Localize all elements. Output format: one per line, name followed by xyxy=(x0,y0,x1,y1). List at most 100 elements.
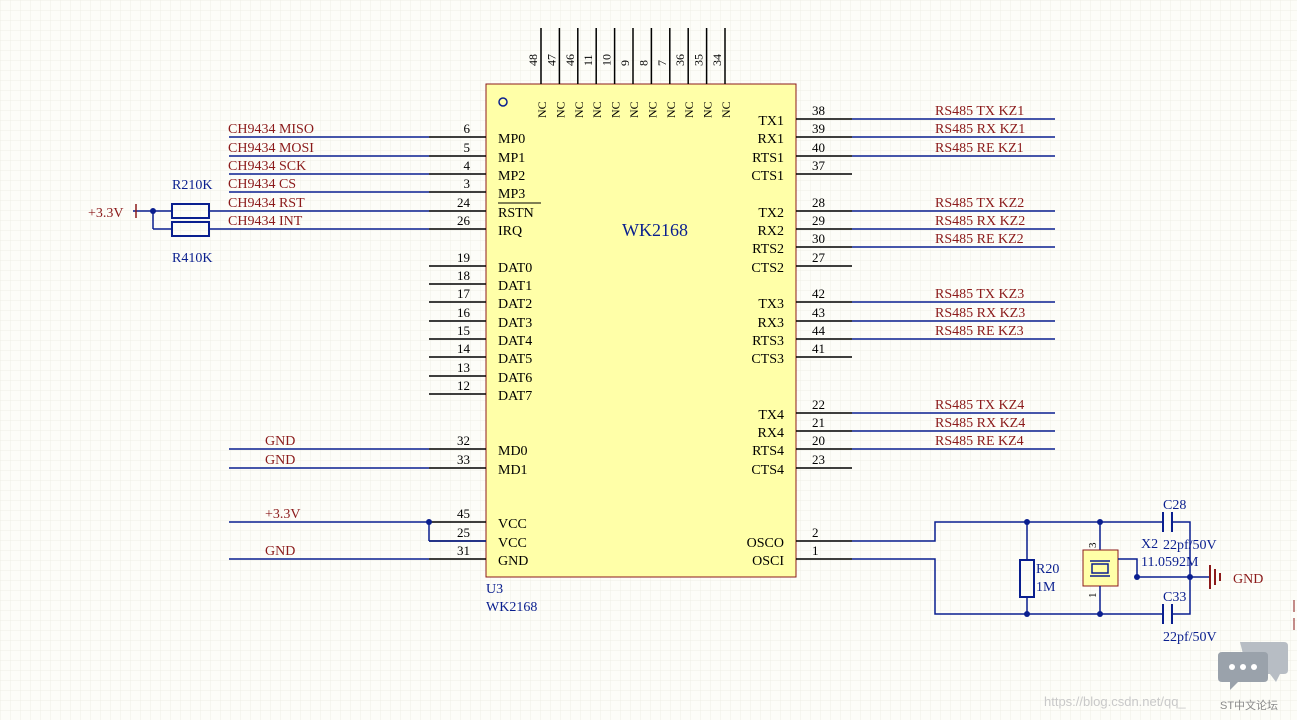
net-label[interactable]: +3.3V xyxy=(265,507,301,522)
watermark-url: https://blog.csdn.net/qq_ xyxy=(1044,694,1186,709)
left-pin-number: 3 xyxy=(464,176,471,191)
right-pin-number: 41 xyxy=(812,341,825,356)
net-label[interactable]: RS485 RX KZ1 xyxy=(935,122,1025,137)
left-pin-number: 26 xyxy=(457,213,471,228)
right-pin-number: 43 xyxy=(812,305,825,320)
left-pin-number: 19 xyxy=(457,250,470,265)
chip-designator: U3 xyxy=(486,582,503,597)
c33-value: 22pf/50V xyxy=(1163,630,1217,645)
right-pin-name: OSCI xyxy=(752,554,784,569)
net-label[interactable]: RS485 RE KZ1 xyxy=(935,141,1024,156)
top-pin-number: 35 xyxy=(692,54,706,66)
net-label[interactable]: RS485 RX KZ2 xyxy=(935,214,1025,229)
net-label[interactable]: RS485 RE KZ4 xyxy=(935,434,1024,449)
right-pin-name: TX1 xyxy=(758,114,784,129)
net-label[interactable]: CH9434 MOSI xyxy=(228,141,314,156)
right-pin-name: RX1 xyxy=(758,132,784,147)
left-pin-name: MD1 xyxy=(498,463,528,478)
net-label[interactable]: RS485 RX KZ4 xyxy=(935,416,1025,431)
net-label[interactable]: CH9434 RST xyxy=(228,196,305,211)
left-pin-name: DAT3 xyxy=(498,316,532,331)
net-label[interactable]: GND xyxy=(265,453,295,468)
left-pin-number: 45 xyxy=(457,506,470,521)
left-pin-number: 25 xyxy=(457,525,470,540)
left-pin-number: 16 xyxy=(457,305,471,320)
watermark-site: ST中文论坛 xyxy=(1220,700,1279,712)
right-pin-name: RTS1 xyxy=(752,151,784,166)
net-label[interactable]: RS485 TX KZ1 xyxy=(935,104,1024,119)
left-pin-name: RSTN xyxy=(498,206,534,221)
vcc-junction-dot xyxy=(426,519,432,525)
net-label[interactable]: CH9434 CS xyxy=(228,177,296,192)
c28-designator: C28 xyxy=(1163,498,1186,513)
c33-designator: C33 xyxy=(1163,590,1186,605)
resistor-r2-label: R210K xyxy=(172,178,212,193)
right-pin-number: 28 xyxy=(812,195,825,210)
right-pin-number: 44 xyxy=(812,323,826,338)
right-pin-name: RX2 xyxy=(758,224,784,239)
top-pin-name: NC xyxy=(590,101,604,118)
right-pin-name: OSCO xyxy=(747,536,784,551)
r20-value: 1M xyxy=(1036,580,1056,595)
chip-name: WK2168 xyxy=(622,220,688,240)
left-pin-number: 14 xyxy=(457,341,471,356)
left-pin-name: DAT2 xyxy=(498,297,532,312)
crystal-x2[interactable] xyxy=(1082,549,1119,587)
oscillator-circuit[interactable]: R20 1M 3 1 X2 11.0592M C28 22pf/50V C33 … xyxy=(852,498,1263,645)
left-pin-name: MD0 xyxy=(498,444,528,459)
right-pin-number: 20 xyxy=(812,433,825,448)
left-pin-name: VCC xyxy=(498,517,527,532)
left-pin-number: 6 xyxy=(464,121,471,136)
net-label[interactable]: RS485 RE KZ3 xyxy=(935,324,1024,339)
top-pin-number: 11 xyxy=(581,54,595,66)
right-pin-name: TX2 xyxy=(758,206,784,221)
right-pin-number: 2 xyxy=(812,525,819,540)
chip-body[interactable] xyxy=(485,83,797,578)
left-pin-name: DAT0 xyxy=(498,261,532,276)
top-pin-number: 46 xyxy=(563,54,577,66)
left-pin-name: DAT6 xyxy=(498,371,532,386)
left-pin-number: 4 xyxy=(464,158,471,173)
top-pin-name: NC xyxy=(645,101,659,118)
left-pin-number: 17 xyxy=(457,286,471,301)
left-pin-number: 32 xyxy=(457,433,470,448)
net-label[interactable]: RS485 TX KZ3 xyxy=(935,287,1024,302)
pullup-supply-label: +3.3V xyxy=(88,206,124,221)
top-pin-number: 36 xyxy=(673,54,687,66)
left-pin-name: VCC xyxy=(498,536,527,551)
right-pin-number: 38 xyxy=(812,103,825,118)
net-label[interactable]: RS485 RE KZ2 xyxy=(935,232,1024,247)
net-label[interactable]: CH9434 MISO xyxy=(228,122,314,137)
top-pin-number: 34 xyxy=(710,54,724,66)
top-pin-name: NC xyxy=(553,101,567,118)
top-pin-name: NC xyxy=(627,101,641,118)
right-pin-number: 29 xyxy=(812,213,825,228)
right-pin-name: TX4 xyxy=(758,408,784,423)
net-label[interactable]: RS485 RX KZ3 xyxy=(935,306,1025,321)
r20-designator: R20 xyxy=(1036,562,1059,577)
top-pin-name: NC xyxy=(701,101,715,118)
net-label[interactable]: RS485 TX KZ4 xyxy=(935,398,1024,413)
chat-bubble-icon[interactable] xyxy=(1218,636,1290,692)
left-pin-number: 12 xyxy=(457,378,470,393)
top-pin-number: 10 xyxy=(600,54,614,66)
right-pin-number: 40 xyxy=(812,140,825,155)
net-label[interactable]: CH9434 SCK xyxy=(228,159,306,174)
pullup-network[interactable]: +3.3V R210K R410K xyxy=(88,178,229,266)
net-label[interactable]: GND xyxy=(265,544,295,559)
right-pin-name: RTS2 xyxy=(752,242,784,257)
crystal-value: 11.0592M xyxy=(1141,555,1199,570)
top-pin-number: 7 xyxy=(655,60,669,66)
top-pins: 48NC47NC46NC11NC10NC9NC8NC7NC36NC35NC34N… xyxy=(526,28,733,118)
left-pin-name: DAT5 xyxy=(498,352,532,367)
net-label[interactable]: CH9434 INT xyxy=(228,214,303,229)
net-label[interactable]: GND xyxy=(265,434,295,449)
right-pin-number: 37 xyxy=(812,158,826,173)
gnd-symbol-label: GND xyxy=(1233,572,1263,587)
net-label[interactable]: RS485 TX KZ2 xyxy=(935,196,1024,211)
right-pin-number: 21 xyxy=(812,415,825,430)
top-pin-number: 9 xyxy=(618,60,632,66)
